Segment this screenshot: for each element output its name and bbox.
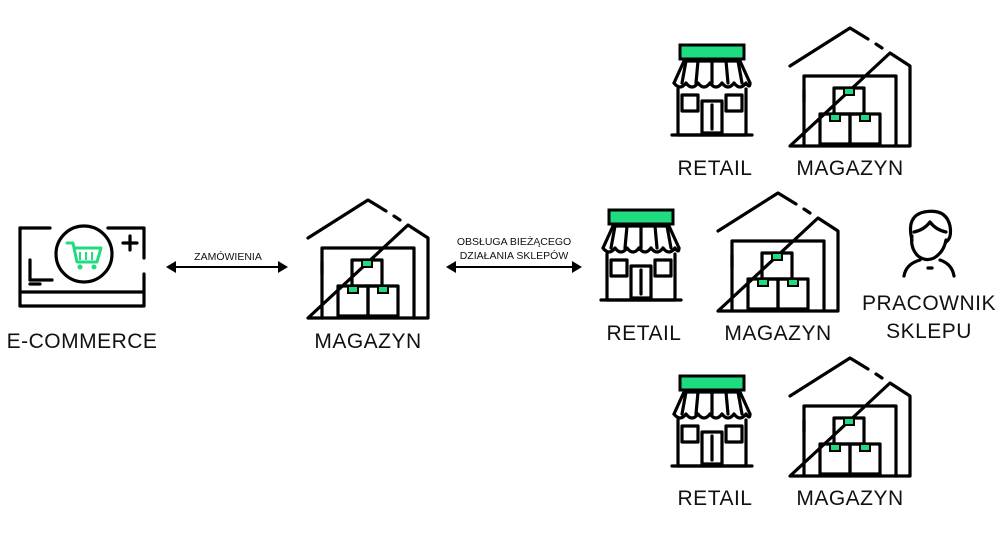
store-worker-node: PRACOWNIK SKLEPU: [862, 209, 996, 343]
warehouse-icon: [716, 191, 840, 313]
store-ops-edge-label-line2: DZIAŁANIA SKLEPÓW: [460, 249, 569, 262]
store-top-warehouse-label: MAGAZYN: [796, 157, 903, 180]
store-ops-edge: OBSŁUGA BIEŻĄCEGO DZIAŁANIA SKLEPÓW: [446, 235, 582, 273]
store-group-top: RETAIL MAGAZYN: [670, 26, 912, 180]
orders-edge: ZAMÓWIENIA: [166, 250, 288, 273]
computer-cart-icon: [18, 224, 146, 308]
orders-edge-label: ZAMÓWIENIA: [194, 250, 262, 263]
store-middle-retail-label: RETAIL: [607, 322, 682, 345]
warehouse-icon: [788, 26, 912, 148]
central-warehouse-label: MAGAZYN: [314, 330, 421, 353]
store-worker-label-line1: PRACOWNIK: [862, 292, 996, 315]
retail-store-icon: [670, 374, 754, 468]
store-group-bottom: RETAIL MAGAZYN: [670, 356, 912, 510]
store-ops-edge-label-line1: OBSŁUGA BIEŻĄCEGO: [457, 235, 571, 248]
retail-store-icon: [599, 208, 683, 302]
warehouse-icon: [306, 198, 430, 320]
store-group-middle: RETAIL MAGAZYN: [599, 191, 840, 345]
retail-store-icon: [670, 43, 754, 137]
central-warehouse-node: MAGAZYN: [306, 198, 430, 353]
ecommerce-label: E-COMMERCE: [7, 330, 158, 353]
store-middle-warehouse-label: MAGAZYN: [724, 322, 831, 345]
store-bottom-warehouse-label: MAGAZYN: [796, 487, 903, 510]
warehouse-icon: [788, 356, 912, 478]
person-icon: [902, 209, 956, 278]
store-top-retail-label: RETAIL: [678, 157, 753, 180]
store-bottom-retail-label: RETAIL: [678, 487, 753, 510]
ecommerce-node: E-COMMERCE: [7, 224, 158, 353]
store-worker-label-line2: SKLEPU: [886, 320, 972, 343]
